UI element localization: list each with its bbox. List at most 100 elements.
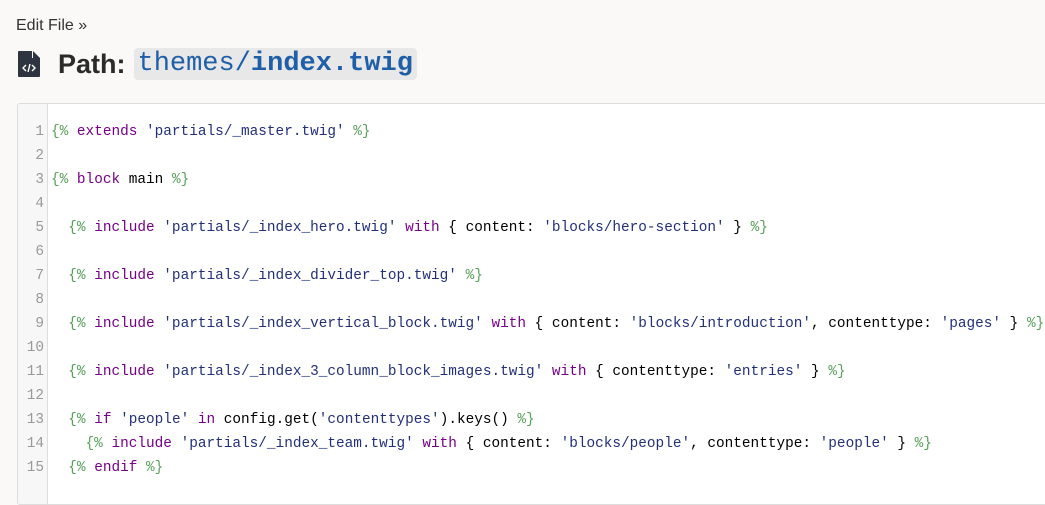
- code-line[interactable]: 3{% block main %}: [18, 168, 1044, 192]
- code-line[interactable]: 9 {% include 'partials/_index_vertical_b…: [18, 312, 1044, 336]
- code-line[interactable]: 13 {% if 'people' in config.get('content…: [18, 408, 1044, 432]
- line-number-gutter: [18, 104, 48, 504]
- code-token: %}: [465, 268, 483, 284]
- code-token: [51, 220, 68, 236]
- path-directory: themes/: [137, 49, 251, 79]
- line-number: 10: [26, 340, 44, 356]
- code-line[interactable]: 11 {% include 'partials/_index_3_column_…: [18, 360, 1044, 384]
- code-line[interactable]: 15 {% endif %}: [18, 456, 1044, 480]
- code-token: with: [405, 220, 449, 236]
- code-token: {%: [68, 316, 95, 332]
- code-token: {%: [68, 268, 95, 284]
- code-token: , contenttype:: [690, 436, 820, 452]
- line-number: 2: [35, 148, 44, 164]
- code-line[interactable]: 14 {% include 'partials/_index_team.twig…: [18, 432, 1044, 456]
- code-line[interactable]: 10: [18, 336, 1044, 360]
- line-code: {% include 'partials/_index_3_column_blo…: [47, 360, 846, 384]
- code-token: [51, 436, 86, 452]
- code-token: %}: [828, 364, 846, 380]
- code-token: {%: [68, 364, 95, 380]
- code-token: [51, 268, 68, 284]
- line-code: {% include 'partials/_index_team.twig' w…: [47, 432, 932, 456]
- code-token: %}: [146, 460, 164, 476]
- code-token: 'people': [819, 436, 889, 452]
- code-token: include: [94, 268, 164, 284]
- code-token: 'blocks/hero-section': [543, 220, 725, 236]
- code-token: 'partials/_index_3_column_block_images.t…: [163, 364, 552, 380]
- code-token: ).keys(): [439, 412, 518, 428]
- code-line[interactable]: 4: [18, 192, 1044, 216]
- line-code: {% extends 'partials/_master.twig' %}: [47, 120, 371, 144]
- code-token: [51, 412, 68, 428]
- code-token: {%: [68, 220, 95, 236]
- code-token: %}: [517, 412, 535, 428]
- line-number: 7: [35, 268, 44, 284]
- code-token: }: [1001, 316, 1027, 332]
- code-line[interactable]: 1{% extends 'partials/_master.twig' %}: [18, 120, 1044, 144]
- code-line[interactable]: 8: [18, 288, 1044, 312]
- code-token: {%: [51, 172, 77, 188]
- line-code: {% if 'people' in config.get('contenttyp…: [47, 408, 535, 432]
- code-token: { content:: [534, 316, 630, 332]
- code-token: 'partials/_index_divider_top.twig': [163, 268, 466, 284]
- code-token: block: [76, 172, 129, 188]
- line-number: 12: [26, 388, 44, 404]
- code-token: }: [724, 220, 751, 236]
- code-token: 'blocks/people': [560, 436, 691, 452]
- code-token: %}: [1026, 316, 1045, 332]
- page-title: Path: themes/index.twig: [18, 44, 417, 84]
- line-number: 5: [35, 220, 44, 236]
- code-token: if: [94, 412, 121, 428]
- code-token: config.get(: [223, 412, 319, 428]
- line-code: {% include 'partials/_index_hero.twig' w…: [47, 216, 768, 240]
- line-code: {% include 'partials/_index_divider_top.…: [47, 264, 483, 288]
- line-code: {% endif %}: [47, 456, 163, 480]
- breadcrumb-edit-file[interactable]: Edit File »: [16, 17, 88, 34]
- line-number: 8: [35, 292, 44, 308]
- code-token: extends: [76, 124, 147, 140]
- path-filename: index.twig: [250, 49, 413, 79]
- file-path: themes/index.twig: [133, 48, 417, 80]
- code-token: include: [94, 220, 164, 236]
- code-token: endif: [94, 460, 147, 476]
- code-line[interactable]: 6: [18, 240, 1044, 264]
- code-token: }: [888, 436, 915, 452]
- code-token: [51, 316, 68, 332]
- code-token: {%: [51, 124, 77, 140]
- code-line[interactable]: 12: [18, 384, 1044, 408]
- code-token: 'pages': [940, 316, 1002, 332]
- code-token: with: [491, 316, 535, 332]
- code-token: %}: [171, 172, 190, 188]
- code-line[interactable]: 5 {% include 'partials/_index_hero.twig'…: [18, 216, 1044, 240]
- code-token: 'entries': [724, 364, 803, 380]
- file-code-icon: [18, 51, 40, 77]
- line-code: {% include 'partials/_index_vertical_blo…: [47, 312, 1044, 336]
- code-token: 'partials/_index_hero.twig': [163, 220, 406, 236]
- code-token: { content:: [465, 436, 561, 452]
- line-number: 11: [26, 364, 44, 380]
- code-token: , contenttype:: [811, 316, 941, 332]
- code-token: %}: [914, 436, 932, 452]
- code-token: 'partials/_index_team.twig': [180, 436, 423, 452]
- line-number: 15: [26, 460, 44, 476]
- code-token: {%: [68, 460, 95, 476]
- code-token: 'people': [120, 412, 198, 428]
- code-token: 'partials/_index_vertical_block.twig': [163, 316, 492, 332]
- line-number: 3: [35, 172, 44, 188]
- code-line[interactable]: 7 {% include 'partials/_index_divider_to…: [18, 264, 1044, 288]
- code-token: with: [551, 364, 596, 380]
- code-line[interactable]: 2: [18, 144, 1044, 168]
- line-code: [47, 192, 51, 216]
- code-token: 'blocks/introduction': [629, 316, 812, 332]
- code-token: [51, 460, 68, 476]
- line-code: [47, 336, 51, 360]
- line-number: 1: [35, 124, 44, 140]
- code-token: {%: [85, 436, 112, 452]
- code-token: {%: [68, 412, 95, 428]
- code-token: 'contenttypes': [318, 412, 440, 428]
- line-number: 9: [35, 316, 44, 332]
- line-number: 14: [26, 436, 44, 452]
- line-code: {% block main %}: [47, 168, 189, 192]
